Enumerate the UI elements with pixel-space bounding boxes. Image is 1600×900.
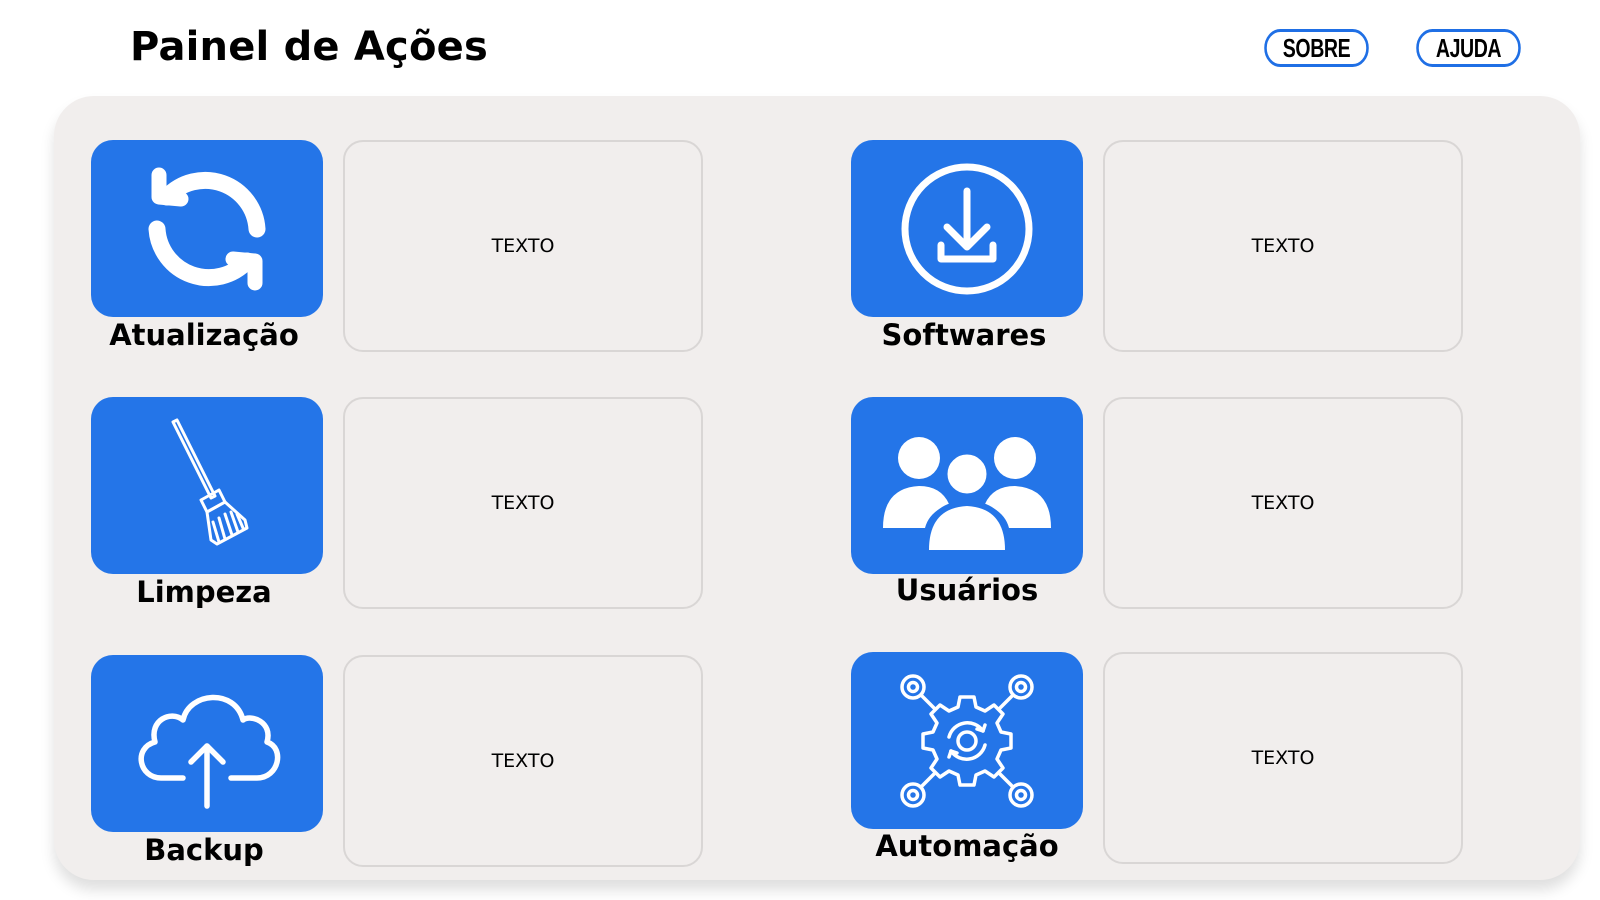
atualizacao-text: TEXTO (491, 235, 555, 257)
usuarios-button[interactable] (851, 397, 1083, 574)
backup-text: TEXTO (491, 750, 555, 772)
automacao-text: TEXTO (1251, 747, 1315, 769)
sobre-button[interactable]: SOBRE (1264, 29, 1369, 67)
atualizacao-label: Atualização (109, 318, 299, 352)
backup-button[interactable] (91, 655, 323, 832)
cloud-upload-icon (138, 694, 281, 809)
automacao-button[interactable] (851, 652, 1083, 829)
usuarios-label: Usuários (895, 573, 1039, 607)
atualizacao-button[interactable] (91, 140, 323, 317)
ajuda-button-label: AJUDA (1435, 32, 1502, 62)
download-icon (901, 163, 1033, 294)
automacao-text-box: TEXTO (1103, 652, 1463, 864)
softwares-text: TEXTO (1251, 235, 1315, 257)
usuarios-text: TEXTO (1251, 492, 1315, 514)
limpeza-text-box: TEXTO (343, 397, 703, 609)
softwares-label: Softwares (881, 318, 1047, 352)
refresh-icon (148, 167, 266, 290)
backup-label: Backup (144, 833, 264, 867)
page-title: Painel de Ações (130, 24, 488, 70)
automation-gear-icon (900, 673, 1034, 808)
softwares-button[interactable] (851, 140, 1083, 317)
usuarios-text-box: TEXTO (1103, 397, 1463, 609)
limpeza-label: Limpeza (136, 575, 272, 609)
broom-icon (171, 418, 249, 545)
sobre-button-label: SOBRE (1282, 32, 1351, 62)
users-icon (883, 436, 1051, 550)
ajuda-button[interactable]: AJUDA (1416, 29, 1521, 67)
limpeza-button[interactable] (91, 397, 323, 574)
limpeza-text: TEXTO (491, 492, 555, 514)
automacao-label: Automação (875, 829, 1059, 863)
atualizacao-text-box: TEXTO (343, 140, 703, 352)
softwares-text-box: TEXTO (1103, 140, 1463, 352)
backup-text-box: TEXTO (343, 655, 703, 867)
